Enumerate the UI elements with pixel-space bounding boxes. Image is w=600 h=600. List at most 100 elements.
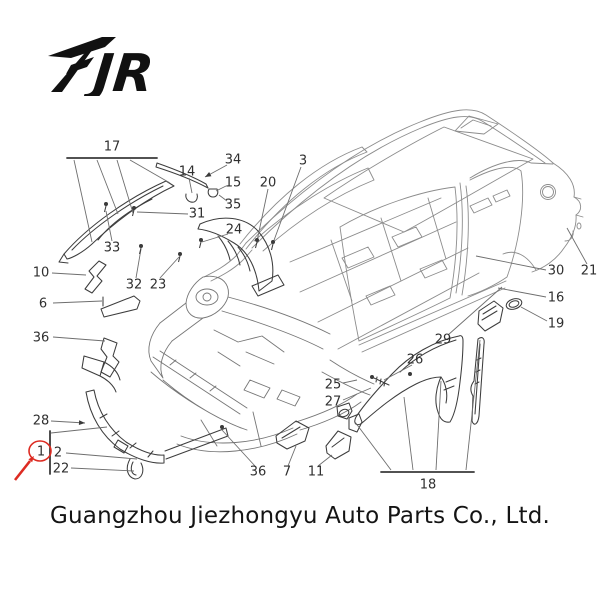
leader-line <box>566 227 588 265</box>
leader-line <box>272 166 302 244</box>
leader-line <box>520 306 548 322</box>
part-number-label: 6 <box>39 297 47 312</box>
leader-line <box>354 421 392 471</box>
leader-line <box>105 210 113 242</box>
front-fender-part <box>63 180 175 260</box>
part-number-label: 24 <box>226 223 243 238</box>
part-number-label: 14 <box>179 165 196 180</box>
leader-arrowhead <box>205 172 212 177</box>
leader-line <box>136 211 189 215</box>
leader-line <box>135 248 142 279</box>
leader-arrowhead <box>28 456 34 463</box>
bracket-part <box>348 413 363 433</box>
leader-line <box>188 177 193 194</box>
part-number-label: 11 <box>308 465 325 480</box>
leader-line <box>221 429 256 467</box>
part-number-label: 1 <box>37 445 45 460</box>
brand-logo: JR <box>48 37 156 96</box>
bumper-bracket-part <box>81 355 121 393</box>
bumper-beam-part <box>85 389 165 464</box>
leader-line <box>403 396 414 471</box>
bolt-dot <box>408 372 412 376</box>
leader-line <box>465 339 481 471</box>
bolt-dot <box>104 202 108 206</box>
part-number-label: 7 <box>283 465 291 480</box>
leader-line <box>475 255 547 271</box>
wheel-arch-part <box>197 217 274 292</box>
clip-part <box>207 188 219 198</box>
car-body-shell <box>203 109 584 353</box>
highlight-arrow <box>13 460 32 481</box>
highlighted-part-marker <box>28 440 52 462</box>
part-number-label: 23 <box>150 278 167 293</box>
leader-line <box>342 379 358 384</box>
leader-line <box>116 159 134 214</box>
part-number-label: 18 <box>420 478 437 493</box>
part-number-label: 27 <box>325 395 342 410</box>
part-number-label: 33 <box>104 241 121 256</box>
part-number-label: 32 <box>126 278 143 293</box>
leader-line <box>65 452 138 460</box>
part-number-label: 34 <box>225 153 242 168</box>
bolt-pin <box>255 241 258 249</box>
bolt-pin <box>132 209 135 217</box>
bolt-dot <box>271 240 275 244</box>
leader-line <box>70 467 135 472</box>
bolt-dot <box>255 238 259 242</box>
leader-line <box>52 300 103 304</box>
bracket-part <box>325 430 352 460</box>
bracket-part <box>477 300 504 332</box>
leader-line <box>287 445 297 467</box>
pillar-strip-part <box>470 337 485 425</box>
bolt-dot <box>132 206 136 210</box>
leader-line <box>215 185 227 192</box>
leader-line <box>218 194 228 202</box>
clip-part <box>185 193 198 203</box>
bolt-dot <box>199 238 203 242</box>
part-number-label: 21 <box>581 264 598 279</box>
leader-line <box>435 380 442 471</box>
bolt-pin <box>104 205 107 213</box>
bolt-dot <box>178 252 182 256</box>
leader-line <box>317 454 333 467</box>
bolt-dot <box>370 375 374 379</box>
leader-line <box>50 426 108 434</box>
leader-line <box>201 233 229 243</box>
part-number-label: 35 <box>225 198 242 213</box>
leader-line <box>342 387 372 401</box>
leader-line <box>497 287 547 298</box>
part-number-label: 19 <box>548 317 565 332</box>
tow-hook-part <box>126 458 144 480</box>
leader-line <box>159 256 180 279</box>
part-number-label: 28 <box>33 414 50 429</box>
trim-strip-part <box>155 162 209 189</box>
rear-fender-part <box>354 335 464 426</box>
leader-line <box>52 336 106 342</box>
bracket-part <box>275 420 310 450</box>
bolt-pin <box>139 247 142 255</box>
pad-part <box>338 408 350 418</box>
leader-line <box>129 159 171 184</box>
part-number-label: 16 <box>548 291 565 306</box>
bolt-pin <box>178 255 181 263</box>
part-number-label: 17 <box>104 140 121 155</box>
logo-f-glyph <box>48 37 116 58</box>
front-frame-structure <box>148 275 375 453</box>
part-number-label: 36 <box>33 331 50 346</box>
grommet-part <box>505 298 523 310</box>
part-number-label: 20 <box>260 176 277 191</box>
part-number-label: 31 <box>189 207 206 222</box>
bolt-pin <box>199 241 202 249</box>
bolt-dot <box>139 244 143 248</box>
leader-line <box>51 272 87 276</box>
logo-f-glyph <box>66 57 94 74</box>
part-number-label: 15 <box>225 176 242 191</box>
leader-line <box>96 159 119 215</box>
bracket-part <box>336 402 353 420</box>
detached-parts <box>58 162 523 480</box>
leader-line <box>447 286 503 336</box>
bolt-pin <box>271 243 274 251</box>
bracket-part <box>100 337 120 378</box>
part-number-label: 26 <box>407 353 424 368</box>
